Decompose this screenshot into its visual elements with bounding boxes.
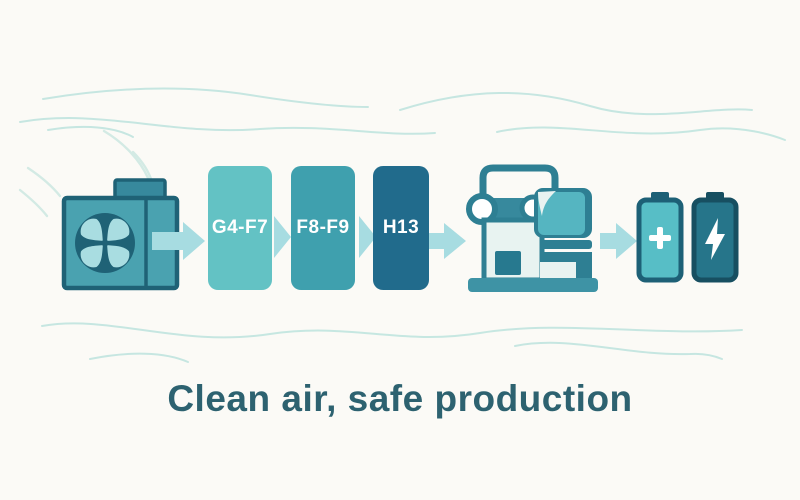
flow-arrow-icon xyxy=(427,223,466,259)
fan-unit-icon xyxy=(61,178,180,291)
filter-stage-label: F8-F9 xyxy=(296,217,350,238)
plus-icon xyxy=(649,227,671,249)
machine-slot-bar xyxy=(540,240,592,249)
sheet-front xyxy=(538,192,585,235)
wind-swirl xyxy=(26,166,62,198)
wave-line xyxy=(19,117,436,135)
flow-arrow-icon xyxy=(600,223,637,259)
machine-tray-frame xyxy=(540,252,592,280)
machine-base xyxy=(468,278,598,292)
lightning-icon xyxy=(705,218,725,260)
filter-stage-label: G4-F7 xyxy=(211,217,269,238)
filter-stage-g4-f7: G4-F7 xyxy=(208,166,272,290)
wave-line xyxy=(514,341,723,360)
wind-swirl xyxy=(18,188,49,218)
wind-swirl xyxy=(102,129,150,180)
cabinet-panel xyxy=(495,251,521,275)
production-machine-icon xyxy=(466,164,598,292)
flow-arrow-icon xyxy=(359,216,376,258)
filter-stage-f8-f9: F8-F9 xyxy=(291,166,355,290)
wave-line xyxy=(399,91,753,116)
wave-line xyxy=(47,125,134,138)
wave-line xyxy=(41,322,743,339)
wave-line xyxy=(42,87,369,108)
battery-lightning-icon xyxy=(691,192,739,283)
sheet-curl xyxy=(538,191,556,216)
filter-stage-label: H13 xyxy=(382,217,420,238)
flow-arrow-icon xyxy=(152,222,205,260)
wave-line xyxy=(89,352,189,363)
fan-hub xyxy=(101,239,109,247)
battery-plus-icon xyxy=(636,192,684,283)
filter-stage-h13: H13 xyxy=(373,166,429,290)
flow-arrow-icon xyxy=(274,216,291,258)
wave-line xyxy=(496,126,786,141)
machine-frame xyxy=(479,164,559,218)
caption-text: Clean air, safe production xyxy=(167,378,633,419)
fan-blades-icon xyxy=(80,218,130,268)
